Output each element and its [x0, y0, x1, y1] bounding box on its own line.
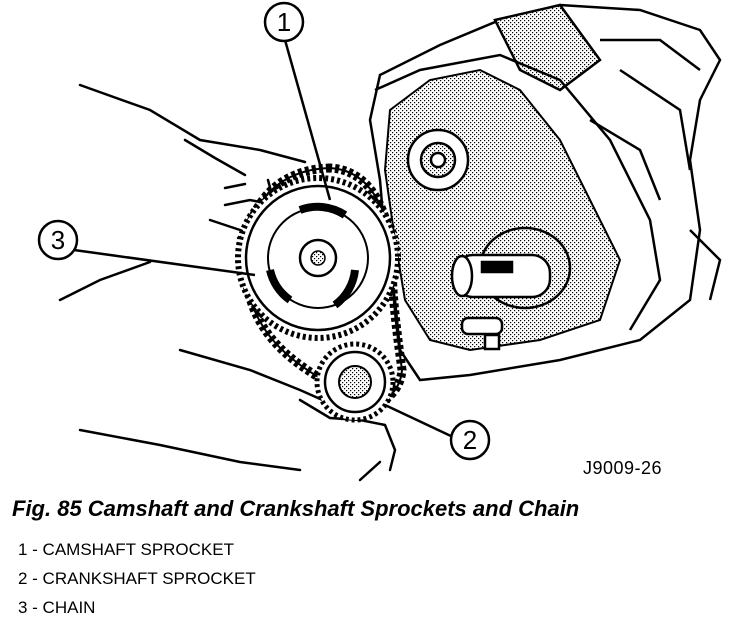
legend: 1 - CAMSHAFT SPROCKET 2 - CRANKSHAFT SPR…: [18, 540, 256, 627]
figure-caption: Fig. 85 Camshaft and Crankshaft Sprocket…: [12, 496, 580, 521]
engine-block: [368, 3, 722, 382]
cam-bearing-boss: [406, 128, 470, 192]
legend-item-chain: 3 - CHAIN: [18, 598, 96, 617]
callout-leaders: [73, 39, 454, 439]
camshaft-sprocket: [235, 175, 401, 341]
figure-code: J9009-26: [583, 458, 663, 478]
timing-chain-illustration: 1 2 3: [37, 1, 722, 482]
legend-item-camshaft-sprocket: 1 - CAMSHAFT SPROCKET: [18, 540, 234, 559]
crankshaft-snout: [450, 226, 572, 351]
crankshaft-sprocket: [314, 341, 396, 423]
callout-1: 1: [263, 1, 305, 43]
legend-item-crankshaft-sprocket: 2 - CRANKSHAFT SPROCKET: [18, 569, 256, 588]
callout-3-number: 3: [51, 225, 65, 255]
callout-1-number: 1: [277, 7, 291, 37]
callout-2: 2: [449, 419, 491, 461]
callout-3: 3: [37, 219, 79, 261]
callout-2-number: 2: [463, 425, 477, 455]
